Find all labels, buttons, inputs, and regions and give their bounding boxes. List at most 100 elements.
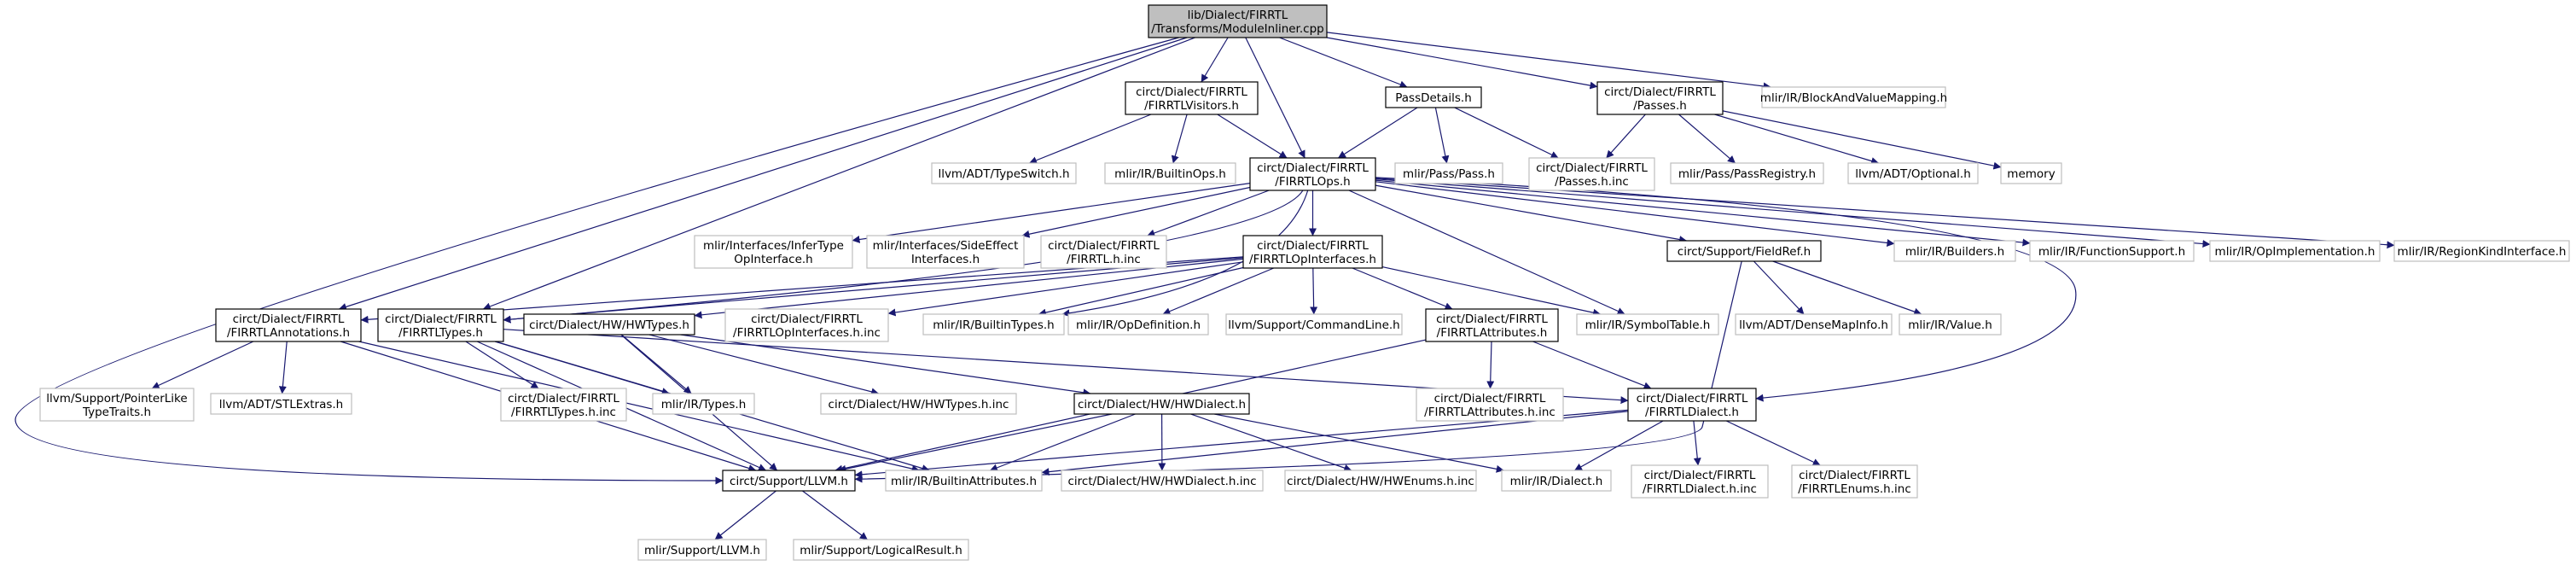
node-label: /FIRRTLTypes.h xyxy=(398,326,483,340)
node-label: mlir/Support/LLVM.h xyxy=(644,544,760,557)
edge-fieldref-to-llvmh xyxy=(854,260,1742,483)
node-label: circt/Support/LLVM.h xyxy=(730,475,848,488)
node-irtypes: mlir/IR/Types.h xyxy=(652,393,755,415)
node-dialect[interactable]: circt/Dialect/FIRRTL/FIRRTLDialect.h xyxy=(1627,388,1757,422)
node-passdetails[interactable]: PassDetails.h xyxy=(1385,86,1482,108)
edge-opinterfaces-to-builtintypes xyxy=(1038,266,1244,317)
node-blockvalue: mlir/IR/BlockAndValueMapping.h xyxy=(1760,86,1947,108)
node-label: circt/Dialect/FIRRTL xyxy=(233,312,345,326)
node-label: circt/Dialect/FIRRTL xyxy=(508,392,619,406)
node-label: circt/Dialect/HW/HWEnums.h.inc xyxy=(1287,475,1474,488)
node-box xyxy=(1416,388,1564,422)
node-box xyxy=(724,308,889,342)
node-box xyxy=(931,162,1077,184)
edge-ops-to-dialect xyxy=(1375,177,2077,402)
node-box xyxy=(1735,313,1893,336)
edge-opinterfaces-to-opdefinition xyxy=(1162,267,1275,315)
edge-ops-to-opimpl xyxy=(1375,178,2211,248)
node-box xyxy=(523,313,695,336)
node-label: circt/Dialect/FIRRTL xyxy=(1048,239,1160,253)
node-label: /FIRRTLOpInterfaces.h xyxy=(1249,253,1376,266)
node-stlextras: llvm/ADT/STLExtras.h xyxy=(210,393,352,415)
node-box xyxy=(2209,240,2381,262)
node-box xyxy=(1125,81,1259,115)
edge-root-to-types xyxy=(482,37,1195,311)
node-label: mlir/IR/BuiltinTypes.h xyxy=(933,318,1054,332)
node-label: circt/Dialect/HW/HWTypes.h xyxy=(529,318,689,332)
node-ops[interactable]: circt/Dialect/FIRRTL/FIRRTLOps.h xyxy=(1249,157,1376,191)
node-label: mlir/IR/FunctionSupport.h xyxy=(2038,245,2185,259)
node-label: mlir/IR/BuiltinAttributes.h xyxy=(891,475,1037,488)
node-box xyxy=(820,393,1017,415)
node-label: llvm/Support/CommandLine.h xyxy=(1228,318,1399,332)
node-llvmh[interactable]: circt/Support/LLVM.h xyxy=(722,470,856,492)
node-label: /Passes.h xyxy=(1633,99,1687,113)
edge-llvmh-to-mlirllvm xyxy=(714,490,776,540)
node-opinterfaces[interactable]: circt/Dialect/FIRRTL/FIRRTLOpInterfaces.… xyxy=(1242,235,1383,269)
node-label: circt/Dialect/FIRRTL xyxy=(1436,312,1548,326)
node-box xyxy=(1061,470,1264,492)
node-label: mlir/Pass/Pass.h xyxy=(1403,167,1495,181)
node-box xyxy=(694,235,853,269)
node-firrtlhinc: circt/Dialect/FIRRTL/FIRRTL.h.inc xyxy=(1040,235,1167,269)
node-mlirllvm: mlir/Support/LLVM.h xyxy=(637,539,767,561)
node-attributes[interactable]: circt/Dialect/FIRRTL/FIRRTLAttributes.h xyxy=(1425,308,1559,342)
node-label: /FIRRTLTypes.h.inc xyxy=(511,406,616,419)
node-label: /Passes.h.inc xyxy=(1555,175,1629,189)
node-passes[interactable]: circt/Dialect/FIRRTL/Passes.h xyxy=(1596,81,1724,115)
node-box xyxy=(210,393,352,415)
node-passesinc: circt/Dialect/FIRRTL/Passes.h.inc xyxy=(1528,157,1655,191)
node-box xyxy=(1242,235,1383,269)
node-annotations[interactable]: circt/Dialect/FIRRTL/FIRRTLAnnotations.h xyxy=(215,308,362,342)
node-hwdialectinc: circt/Dialect/HW/HWDialect.h.inc xyxy=(1061,470,1264,492)
node-box xyxy=(39,388,195,422)
node-label: circt/Dialect/FIRRTL xyxy=(1644,469,1756,482)
node-box xyxy=(1596,81,1724,115)
node-typesinc: circt/Dialect/FIRRTL/FIRRTLTypes.h.inc xyxy=(500,388,627,422)
node-label: circt/Dialect/HW/HWDialect.h xyxy=(1078,398,1246,411)
node-opimpl: mlir/IR/OpImplementation.h xyxy=(2209,240,2381,262)
node-box xyxy=(1847,162,1979,184)
node-label: circt/Dialect/HW/HWDialect.h.inc xyxy=(1067,475,1256,488)
node-label: circt/Dialect/FIRRTL xyxy=(751,312,863,326)
node-opdefinition: mlir/IR/OpDefinition.h xyxy=(1067,313,1209,336)
node-types[interactable]: circt/Dialect/FIRRTL/FIRRTLTypes.h xyxy=(377,308,504,342)
node-label: PassDetails.h xyxy=(1395,91,1472,105)
node-label: llvm/ADT/TypeSwitch.h xyxy=(938,167,1069,181)
node-root[interactable]: lib/Dialect/FIRRTL/Transforms/ModuleInli… xyxy=(1148,4,1328,38)
node-label: llvm/ADT/DenseMapInfo.h xyxy=(1739,318,1888,332)
edge-ops-to-firrtlhinc xyxy=(1147,190,1270,237)
node-irdialect: mlir/IR/Dialect.h xyxy=(1501,470,1612,492)
edge-types-to-typesinc xyxy=(465,341,539,389)
node-label: mlir/IR/Types.h xyxy=(661,398,747,411)
edge-passes-to-passesinc xyxy=(1606,114,1646,159)
edge-attributes-to-attributesinc xyxy=(1486,341,1495,389)
edge-opinterfaces-to-symboltable xyxy=(1381,266,1602,317)
node-hwtypes[interactable]: circt/Dialect/HW/HWTypes.h xyxy=(523,313,695,336)
node-fieldref[interactable]: circt/Support/FieldRef.h xyxy=(1666,240,1822,262)
node-value: mlir/IR/Value.h xyxy=(1899,313,2002,336)
node-box xyxy=(1627,388,1757,422)
node-typeswitch: llvm/ADT/TypeSwitch.h xyxy=(931,162,1077,184)
edge-fieldref-to-value xyxy=(1772,260,1922,316)
node-funcsupport: mlir/IR/FunctionSupport.h xyxy=(2029,240,2195,262)
node-box xyxy=(1073,393,1250,415)
edge-annotations-to-builtinattrs xyxy=(358,341,920,473)
edge-root-to-passdetails xyxy=(1279,37,1408,89)
node-box xyxy=(652,393,755,415)
node-label: TypeTraits.h xyxy=(82,406,151,419)
node-visitors[interactable]: circt/Dialect/FIRRTL/FIRRTLVisitors.h xyxy=(1125,81,1259,115)
node-label: lib/Dialect/FIRRTL xyxy=(1188,9,1288,22)
node-hwdialect[interactable]: circt/Dialect/HW/HWDialect.h xyxy=(1073,393,1250,415)
edge-passdetails-to-passesinc xyxy=(1454,107,1559,159)
node-builtinops: mlir/IR/BuiltinOps.h xyxy=(1104,162,1236,184)
edge-ops-to-regionkind xyxy=(1375,178,2395,249)
node-label: mlir/Pass/PassRegistry.h xyxy=(1678,167,1816,181)
node-box xyxy=(1528,157,1655,191)
edge-hwdialect-to-hwenumsinc xyxy=(1190,413,1352,472)
node-regionkind: mlir/IR/RegionKindInterface.h xyxy=(2393,240,2570,262)
node-box xyxy=(1104,162,1236,184)
node-label: mlir/IR/OpDefinition.h xyxy=(1076,318,1201,332)
